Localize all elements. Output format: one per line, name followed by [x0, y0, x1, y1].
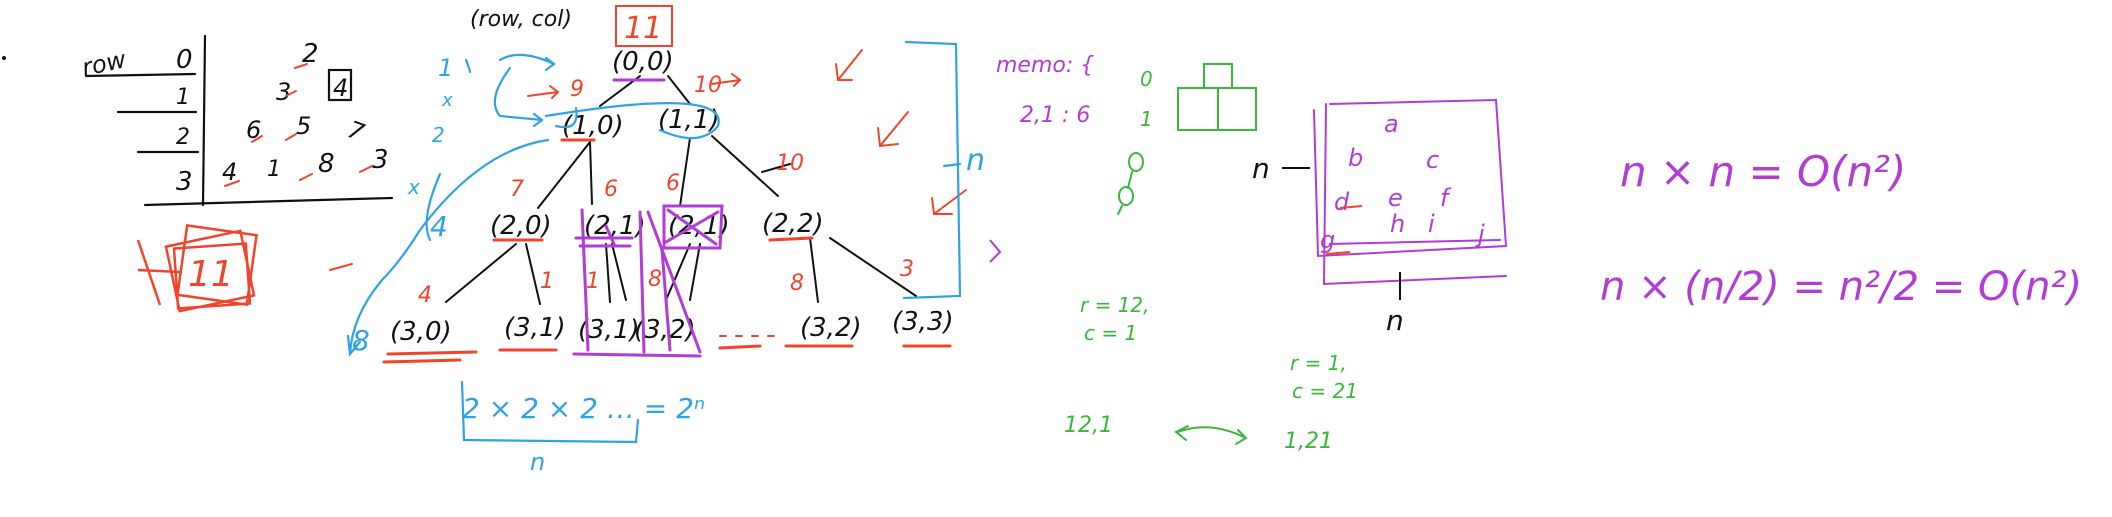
tree-node-3: (2,0) [490, 211, 552, 241]
memo-marker-1: 1 [1140, 107, 1153, 131]
triangle-cell-0-0: 2 [302, 39, 319, 69]
tree-node-value-3: 7 [510, 177, 524, 202]
purple-marks [572, 78, 724, 358]
memo-r1: r = 12, [1080, 293, 1150, 317]
complexity-line-1: n × n = O(n²) [1620, 147, 1906, 196]
triangle-red-marks [224, 63, 373, 187]
level-label-4: 4 [430, 210, 448, 243]
triangle-cell-2-0: 6 [246, 116, 261, 144]
grid-cell-c: c [1426, 146, 1439, 174]
grid-cell-e: e [1388, 184, 1403, 212]
tree-node-6: (2,2) [762, 209, 824, 239]
tree-node-7: (3,0) [390, 317, 452, 347]
tree-node-value-7: 4 [418, 283, 432, 308]
growth-brace-label: n [530, 448, 545, 476]
grid-red-marks [1325, 205, 1363, 255]
grid-top-label: a [1384, 110, 1399, 138]
memo-entry: 2,1 : 6 [1020, 103, 1090, 128]
tree-node-0: (0,0) [612, 47, 674, 77]
level-label-2: 2 [432, 123, 445, 147]
tree-node-value-1: 9 [570, 77, 584, 102]
grid-frame [1313, 98, 1508, 286]
triangle-cell-1-0: 3 [276, 78, 291, 106]
table-bottom-rule [143, 196, 394, 207]
tree-node-value-6: 10 [776, 151, 804, 176]
tree-node-11: (3,2) [800, 313, 862, 343]
grid-cell-i: i [1428, 210, 1435, 238]
memo-box-top [1203, 63, 1233, 89]
memo-chain-link [1128, 152, 1144, 172]
grid-axis-marks [1282, 167, 1401, 300]
triangle-answer-box [136, 224, 258, 313]
triangle-cell-2-2: 7 [344, 115, 369, 147]
memo-r2: r = 1, [1290, 351, 1347, 375]
row-index-0: 0 [176, 45, 193, 75]
table-vertical-rule [201, 34, 207, 207]
grid-cell-f: f [1440, 184, 1452, 212]
node-underlines [382, 138, 952, 364]
table-rule-0 [84, 72, 197, 78]
triangle-cell-2-1: 5 [296, 112, 311, 140]
row-index-2: 2 [176, 125, 190, 150]
complexity-line-2: n × (n/2) = n²/2 = O(n²) [1600, 264, 2082, 310]
row-index-3: 3 [176, 167, 193, 197]
memo-key-2: 1,21 [1284, 429, 1333, 454]
answer-arrow [136, 239, 181, 306]
grid-cell-b: b [1348, 144, 1363, 172]
triangle-cell-1-1: 4 [333, 74, 348, 102]
grid-cell-h: h [1390, 210, 1405, 238]
tree-node-value-11: 8 [790, 271, 804, 296]
tree-node-12: (3,3) [892, 307, 954, 337]
tree-height-label: n [966, 143, 985, 178]
triangle-table [84, 34, 394, 207]
memo-green-marks [1117, 63, 1257, 445]
row-index-1: 1 [176, 85, 190, 110]
triangle-cell-3-3: 3 [372, 145, 389, 175]
grid-cell-g: g [1320, 226, 1335, 254]
triangle-cell-3-0: 4 [222, 158, 237, 186]
tree-node-8: (3,1) [504, 313, 566, 343]
memo-marker-0: 0 [1140, 67, 1153, 91]
tree-node-value-9: 1 [586, 269, 600, 294]
memo-c2: c = 21 [1292, 379, 1358, 403]
grid-cell-j: j [1475, 220, 1485, 248]
level-label-8: 8 [352, 324, 370, 357]
stray-dot [2, 56, 6, 60]
grid-side-label: n [1252, 152, 1270, 185]
level-label-x2: x [407, 175, 420, 199]
tree-edges [445, 75, 917, 305]
grid-cell-d: d [1334, 188, 1350, 216]
growth-brace [460, 380, 640, 444]
memo-c1: c = 1 [1084, 321, 1137, 345]
height-bracket [902, 40, 962, 300]
root-result-box [615, 5, 673, 47]
root-result: 11 [624, 11, 662, 46]
memo-key-1: 12,1 [1064, 413, 1113, 438]
tree-node-value-2: 10 [694, 73, 722, 98]
memo-title: memo: { [996, 53, 1094, 78]
triangle-answer: 11 [188, 254, 234, 295]
growth-expression: 2 × 2 × 2 … = 2ⁿ [462, 392, 705, 425]
level-label-1: 1 [438, 54, 453, 82]
level-label-x1: x [441, 90, 453, 111]
tree-node-value-10: 8 [648, 267, 662, 292]
triangle-cell-3-1: 1 [267, 157, 281, 182]
tree-node-4: (2,1) [584, 211, 646, 241]
tree-node-value-5: 6 [666, 171, 680, 196]
tree-node-value-8: 1 [540, 269, 554, 294]
tree-node-value-12: 3 [900, 257, 914, 282]
red-return-arrows [329, 49, 967, 337]
grid-bottom-label: n [1386, 304, 1404, 337]
highlight-box-4 [327, 68, 353, 102]
purple-tilde [989, 239, 1002, 263]
blue-call-arrows [346, 40, 962, 444]
tree-node-value-4: 6 [604, 177, 618, 202]
function-signature: (row, col) [470, 7, 572, 32]
triangle-cell-3-2: 8 [318, 149, 335, 179]
